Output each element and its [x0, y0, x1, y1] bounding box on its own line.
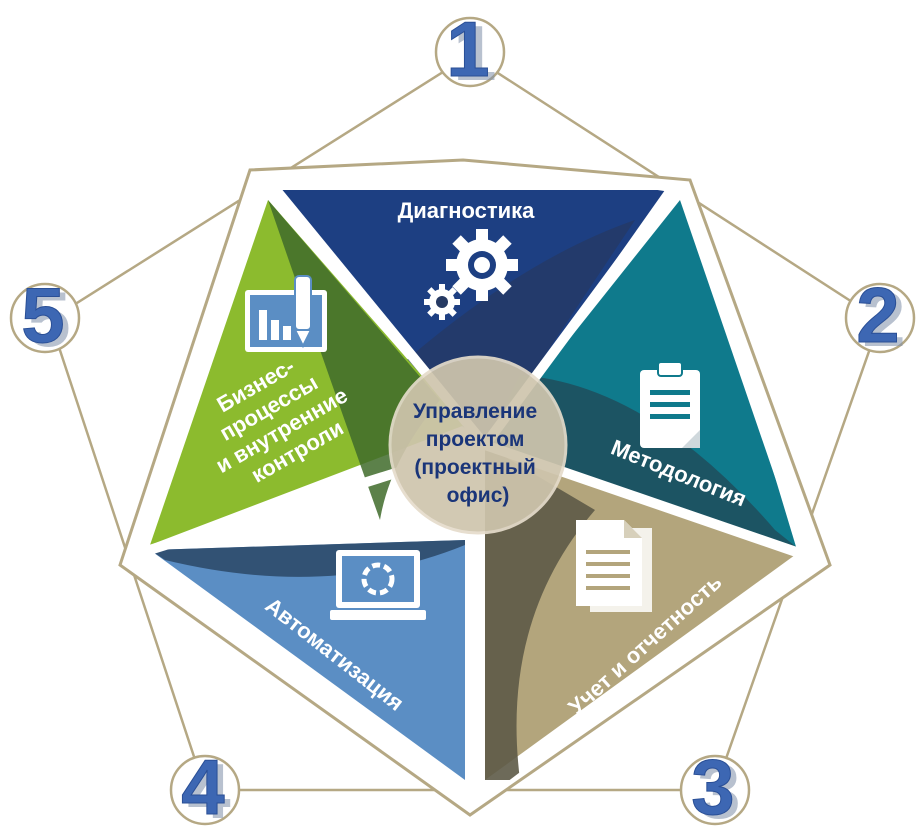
center-line-1: Управление — [413, 400, 537, 423]
segment-business-processes[interactable] — [150, 200, 465, 545]
clipboard-icon — [640, 361, 700, 448]
segment-diagnostics-title: Диагностика — [398, 198, 536, 223]
number-3-shadow: 3 — [697, 747, 740, 827]
documents-icon — [576, 520, 652, 612]
laptop-icon — [330, 550, 426, 620]
center-circle[interactable] — [388, 355, 568, 535]
segment-accounting-shade — [485, 445, 595, 780]
number-2: 2 — [856, 271, 899, 359]
gears-icon — [424, 229, 518, 320]
center-line-2: проектом — [426, 428, 525, 451]
number-1-shadow: 1 — [453, 9, 496, 97]
number-2-shadow: 2 — [862, 275, 905, 363]
number-badges: 1 1 2 2 3 3 4 4 5 5 — [9, 5, 916, 827]
number-4-shadow: 4 — [187, 747, 230, 827]
number-5-shadow: 5 — [27, 275, 70, 363]
segment-methodology-shade — [485, 375, 800, 550]
number-1: 1 — [446, 5, 489, 93]
center-label: Управление проектом (проектный офис) — [413, 400, 543, 507]
number-4: 4 — [181, 743, 224, 827]
center-line-4: офис) — [447, 484, 510, 507]
number-3: 3 — [691, 743, 734, 827]
chart-pen-icon — [245, 275, 327, 352]
number-5: 5 — [21, 271, 64, 359]
center-line-3: (проектный — [414, 456, 535, 479]
